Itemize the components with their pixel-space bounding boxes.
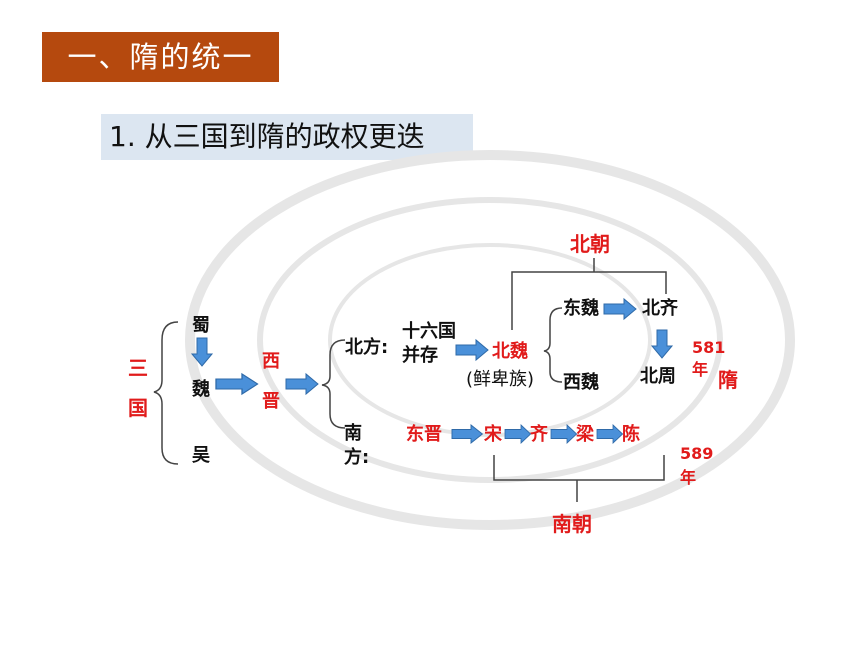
label-qi: 齐 bbox=[530, 424, 548, 445]
label-south-2: 方: bbox=[344, 447, 370, 468]
arrow-liang-chen bbox=[596, 424, 624, 444]
arrow-wei-jin bbox=[215, 373, 259, 395]
brace-three-kingdoms bbox=[153, 321, 179, 465]
arrow-jin-split bbox=[285, 373, 319, 395]
bracket-southern-dynasties bbox=[493, 455, 665, 502]
bracket-northern-dynasties bbox=[511, 258, 667, 330]
label-northern-zhou: 北周 bbox=[640, 366, 676, 387]
label-south-1: 南 bbox=[344, 423, 362, 444]
label-wei: 魏 bbox=[192, 379, 210, 400]
arrow-beiqi-beizhou bbox=[651, 329, 673, 359]
label-song: 宋 bbox=[484, 424, 502, 445]
label-three-kingdoms-1: 三 bbox=[128, 356, 148, 380]
arrow-dongjin-song bbox=[451, 424, 483, 444]
brace-north-south bbox=[321, 339, 346, 429]
label-western-jin-1: 西 bbox=[262, 351, 280, 372]
label-northern-wei: 北魏 bbox=[492, 341, 528, 362]
label-northern-qi: 北齐 bbox=[642, 298, 678, 319]
label-three-kingdoms-2: 国 bbox=[128, 396, 148, 420]
label-western-jin-2: 晋 bbox=[262, 391, 280, 412]
label-wu: 吴 bbox=[192, 445, 210, 466]
label-chen: 陈 bbox=[622, 424, 640, 445]
arrow-dongwei-beiqi bbox=[603, 298, 637, 320]
label-year-581-2: 年 bbox=[692, 360, 709, 379]
label-year-589-2: 年 bbox=[680, 468, 697, 487]
label-western-wei: 西魏 bbox=[563, 372, 599, 393]
label-northern-dynasties: 北朝 bbox=[570, 232, 610, 256]
label-eastern-wei: 东魏 bbox=[563, 298, 599, 319]
label-liang: 梁 bbox=[576, 424, 594, 445]
label-shu: 蜀 bbox=[192, 315, 210, 336]
label-sixteen-kingdoms-2: 并存 bbox=[402, 345, 438, 366]
subtitle: 1. 从三国到隋的政权更迭 bbox=[101, 114, 473, 160]
background-cloud-pattern bbox=[185, 150, 795, 530]
arrow-sixteen-wei bbox=[455, 339, 489, 361]
label-sixteen-kingdoms-1: 十六国 bbox=[402, 321, 456, 342]
section-title: 一、隋的统一 bbox=[42, 32, 279, 82]
arrow-song-qi bbox=[504, 424, 532, 444]
label-north: 北方: bbox=[345, 337, 389, 358]
label-year-589-1: 589 bbox=[680, 444, 714, 463]
label-eastern-jin: 东晋 bbox=[406, 424, 442, 445]
label-southern-dynasties: 南朝 bbox=[552, 512, 592, 536]
label-xianbei: (鲜卑族) bbox=[466, 369, 535, 390]
brace-east-west-wei bbox=[543, 307, 563, 383]
label-sui: 隋 bbox=[718, 368, 738, 392]
label-year-581-1: 581 bbox=[692, 338, 726, 357]
